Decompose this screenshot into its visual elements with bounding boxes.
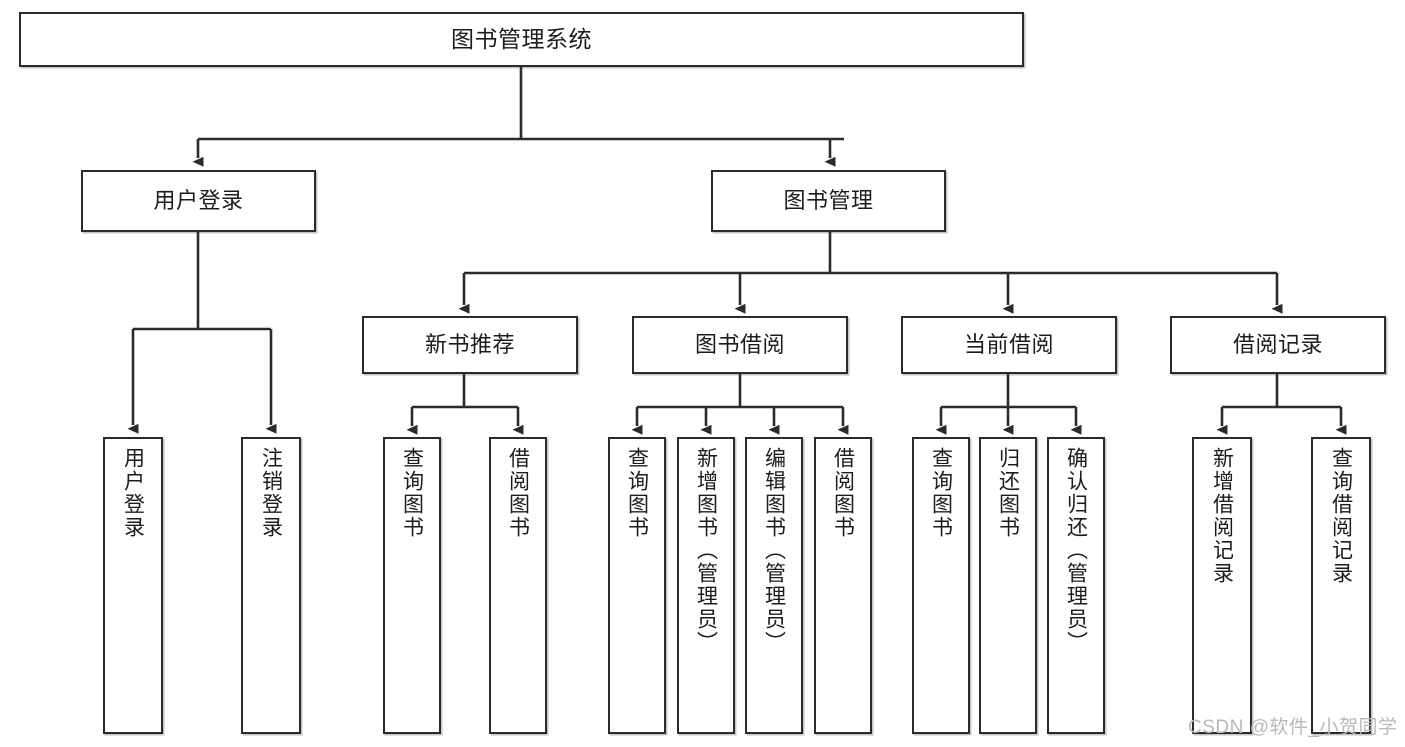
node-leaf-edit-book-label: 编辑图书（管理员） [762,447,786,654]
node-leaf-add-book[interactable]: 新增图书（管理员） [677,437,735,734]
node-leaf-logout-label: 注销登录 [259,447,283,539]
node-leaf-add-record-label: 新增借阅记录 [1210,447,1234,585]
node-leaf-query-book-3[interactable]: 查询图书 [912,437,970,734]
node-leaf-query-record-label: 查询借阅记录 [1329,447,1353,585]
node-leaf-add-record[interactable]: 新增借阅记录 [1192,437,1252,734]
node-leaf-query-book-1-label: 查询图书 [400,447,424,539]
node-leaf-borrow-book-2[interactable]: 借阅图书 [814,437,872,734]
node-user-login[interactable]: 用户登录 [81,170,316,232]
node-root-label: 图书管理系统 [451,25,592,52]
node-root[interactable]: 图书管理系统 [19,12,1024,67]
node-leaf-borrow-book-2-label: 借阅图书 [831,447,855,539]
node-leaf-query-book-1[interactable]: 查询图书 [383,437,441,734]
node-leaf-confirm-return-label: 确认归还（管理员） [1064,447,1088,654]
node-leaf-edit-book[interactable]: 编辑图书（管理员） [745,437,803,734]
node-book-manage-label: 图书管理 [783,188,874,214]
node-book-borrow-label: 图书借阅 [694,332,785,358]
node-leaf-return-book-label: 归还图书 [996,447,1020,539]
node-leaf-return-book[interactable]: 归还图书 [979,437,1037,734]
node-new-book-recommend[interactable]: 新书推荐 [362,316,578,374]
node-user-login-label: 用户登录 [153,188,244,214]
node-leaf-add-book-label: 新增图书（管理员） [694,447,718,654]
node-leaf-query-book-3-label: 查询图书 [929,447,953,539]
node-book-manage[interactable]: 图书管理 [711,170,946,232]
node-current-borrow-label: 当前借阅 [963,332,1054,358]
node-leaf-borrow-book-1[interactable]: 借阅图书 [489,437,547,734]
csdn-watermark: CSDN @软件_小贺同学 [1188,717,1398,738]
node-leaf-confirm-return[interactable]: 确认归还（管理员） [1047,437,1105,734]
node-leaf-query-record[interactable]: 查询借阅记录 [1311,437,1371,734]
node-leaf-query-book-2[interactable]: 查询图书 [608,437,666,734]
node-leaf-user-login[interactable]: 用户登录 [103,437,163,734]
node-borrow-record[interactable]: 借阅记录 [1170,316,1386,374]
node-borrow-record-label: 借阅记录 [1232,332,1323,358]
node-new-book-recommend-label: 新书推荐 [424,332,515,358]
node-leaf-user-login-label: 用户登录 [121,447,145,539]
node-leaf-borrow-book-1-label: 借阅图书 [506,447,530,539]
node-leaf-query-book-2-label: 查询图书 [625,447,649,539]
node-book-borrow[interactable]: 图书借阅 [632,316,848,374]
node-leaf-logout[interactable]: 注销登录 [241,437,301,734]
node-current-borrow[interactable]: 当前借阅 [901,316,1117,374]
